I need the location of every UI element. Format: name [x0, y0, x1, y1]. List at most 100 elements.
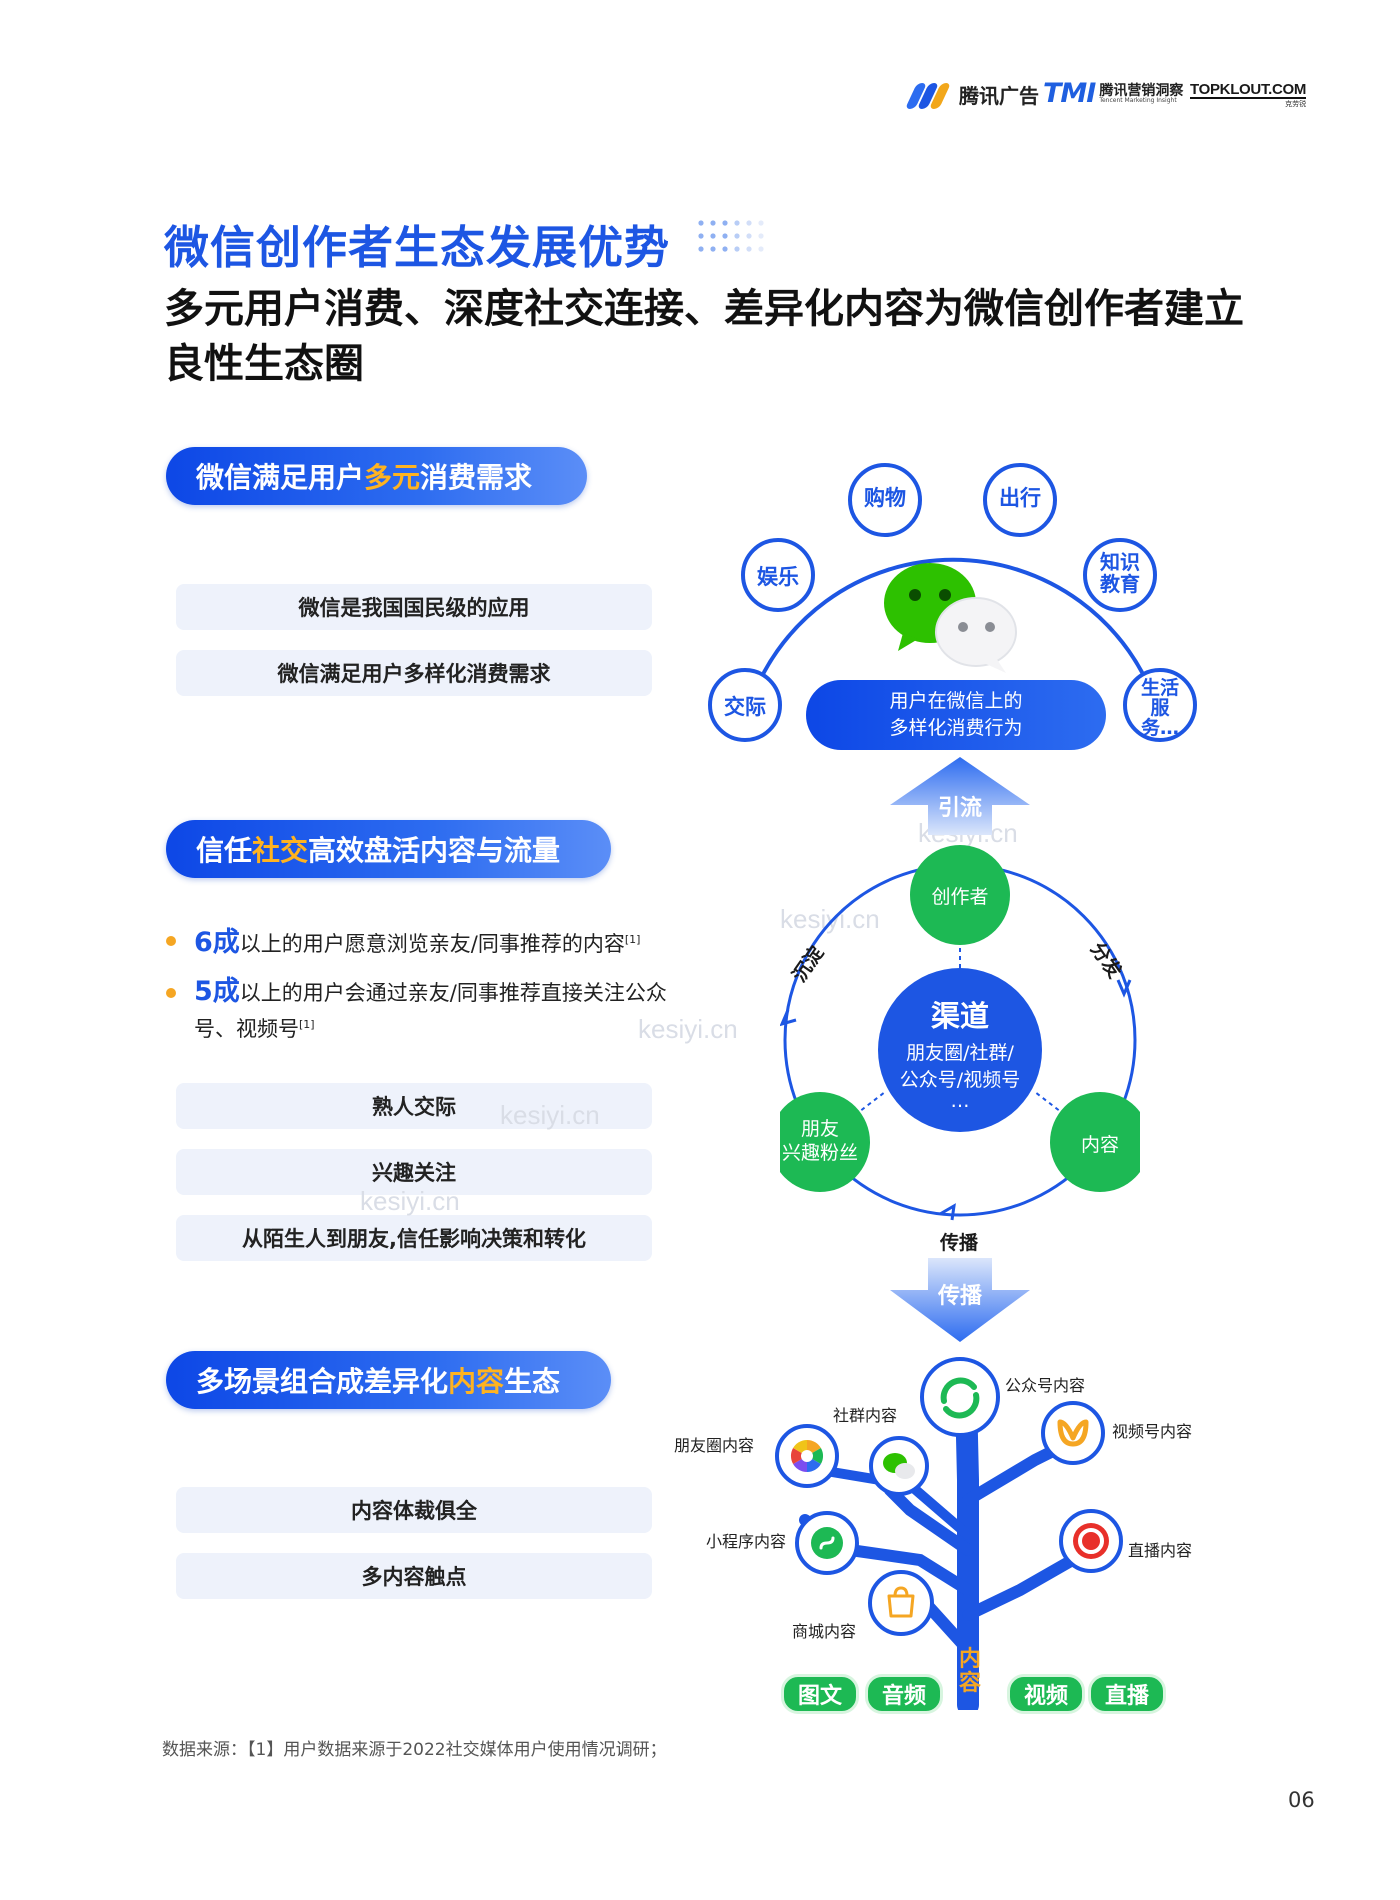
node-education: 知识教育 — [1100, 550, 1140, 596]
tencent-ads-logo: 腾讯广告 — [904, 80, 1039, 109]
channel-center-line3: … — [950, 1090, 970, 1112]
bullet-number: 6成 — [194, 927, 240, 958]
channel-cycle-diagram — [780, 845, 1140, 1221]
tree-label-live-stream: 直播内容 — [1128, 1541, 1193, 1560]
bullet-footnote: [1] — [299, 1018, 315, 1031]
node-social-circle — [708, 668, 782, 742]
format-chip-video: 视频 — [1007, 1674, 1085, 1714]
bullet-text: 以上的用户会通过亲友/同事推荐直接关注公众号、视频号 — [194, 981, 667, 1041]
topklout-text: TOPKLOUT.COM — [1190, 81, 1307, 98]
tree-trunk-label: 内容 — [958, 1647, 981, 1696]
section3-box-2: 多内容触点 — [176, 1553, 652, 1599]
content-label: 内容 — [1080, 1134, 1119, 1156]
node-education-circle — [1083, 538, 1157, 612]
live-stream-icon — [1059, 1509, 1123, 1573]
arc-arrow-left-icon — [780, 1009, 797, 1027]
section1-box-1: 微信是我国国民级的应用 — [176, 584, 652, 630]
section2-box-1: 熟人交际 — [176, 1083, 652, 1129]
section1-pill-highlight: 多元 — [364, 461, 421, 494]
bullet-dot-icon — [166, 936, 176, 946]
arrow-down-label: 传播 — [937, 1284, 982, 1309]
channel-center-desc: 朋友圈/社群/ 公众号/视频号 … — [880, 1040, 1040, 1112]
section3-pill-highlight: 内容 — [448, 1365, 505, 1398]
group-chat-icon — [869, 1436, 929, 1496]
tree-label-group-chat: 社群内容 — [833, 1406, 898, 1425]
arrow-up-label: 引流 — [937, 796, 982, 821]
consumption-center-pill: 用户在微信上的 多样化消费行为 — [806, 680, 1106, 750]
friends-label-line2: 兴趣粉丝 — [781, 1142, 858, 1164]
tree-label-moments: 朋友圈内容 — [674, 1436, 755, 1455]
format-chip-audio: 音频 — [865, 1674, 943, 1714]
section2-pill-pre: 信任 — [196, 834, 253, 867]
section1-pill-post: 消费需求 — [420, 461, 533, 494]
topklout-cn-text: 克劳锐 — [1190, 97, 1307, 108]
node-shopping-circle — [848, 463, 922, 537]
watermark-text: kesiyi.cn — [360, 1186, 460, 1216]
tmi-cn-text: 腾讯营销洞察 — [1099, 82, 1184, 99]
dot-grid-decoration-icon — [698, 220, 764, 252]
section3-pill-pre: 多场景组合成差异化 — [196, 1365, 449, 1398]
watermark-text: kesiyi.cn — [638, 1014, 738, 1044]
bullet-footnote: [1] — [624, 933, 641, 946]
page-number: 06 — [1288, 1788, 1315, 1812]
moments-icon — [775, 1424, 839, 1488]
format-chip-text: 图文 — [781, 1674, 859, 1714]
section2-box-2: 兴趣关注 — [176, 1149, 652, 1195]
tree-label-mall: 商城内容 — [792, 1622, 857, 1641]
consumption-ring-arc — [746, 557, 1160, 711]
arc-arrow-right-icon — [1116, 979, 1132, 998]
section2-box-3: 从陌生人到朋友,信任影响决策和转化 — [176, 1215, 652, 1261]
content-circle — [1050, 1092, 1140, 1192]
tmi-logo: TMI 腾讯营销洞察 Tencent Marketing Insight — [1043, 78, 1183, 109]
channel-center-line1: 朋友圈/社群/ — [906, 1042, 1014, 1064]
page-subtitle: 多元用户消费、深度社交连接、差异化内容为微信创作者建立良性生态圈 — [164, 286, 1244, 387]
section1-pill: 微信满足用户多元消费需求 — [166, 447, 587, 505]
tree-label-mini-program: 小程序内容 — [706, 1532, 787, 1551]
tree-label-channels: 视频号内容 — [1112, 1422, 1193, 1441]
node-travel: 出行 — [999, 486, 1041, 510]
channel-center-circle — [878, 968, 1042, 1132]
section3-pill: 多场景组合成差异化内容生态 — [166, 1351, 611, 1409]
bullet-number: 5成 — [194, 976, 240, 1007]
tree-label-official-account: 公众号内容 — [1005, 1376, 1086, 1395]
mall-icon — [868, 1570, 934, 1636]
topklout-logo: TOPKLOUT.COM 克劳锐 — [1190, 82, 1306, 108]
bullet-item: 6成以上的用户愿意浏览亲友/同事推荐的内容[1] — [166, 924, 686, 960]
tmi-mark: TMI — [1043, 78, 1096, 109]
creator-circle — [910, 845, 1010, 945]
node-social: 交际 — [724, 695, 766, 719]
section1-box-2: 微信满足用户多样化消费需求 — [176, 650, 652, 696]
watermark-text: kesiyi.cn — [500, 1100, 600, 1130]
watermark-text: kesiyi.cn — [780, 904, 880, 934]
channel-center-line2: 公众号/视频号 — [899, 1069, 1021, 1091]
arc-arrow-bottom-icon — [939, 1203, 956, 1221]
node-life-service: 生活服务… — [1140, 677, 1179, 739]
consumption-ring-diagram — [746, 557, 1160, 711]
section2-pill-post: 高效盘活内容与流量 — [308, 834, 561, 867]
format-chip-live: 直播 — [1088, 1674, 1166, 1714]
tencent-ads-mark-icon — [904, 81, 953, 109]
friends-circle — [780, 1092, 870, 1192]
node-shopping: 购物 — [864, 486, 906, 510]
mini-program-icon — [795, 1511, 859, 1575]
section2-pill: 信任社交高效盘活内容与流量 — [166, 820, 611, 878]
consumption-center-line2: 多样化消费行为 — [889, 717, 1023, 739]
bullet-item: 5成以上的用户会通过亲友/同事推荐直接关注公众号、视频号[1] — [166, 976, 686, 1045]
wechat-logo-icon — [884, 563, 1017, 673]
tencent-ads-text: 腾讯广告 — [959, 84, 1039, 108]
node-travel-circle — [983, 463, 1057, 537]
page-title: 微信创作者生态发展优势 — [164, 221, 671, 274]
consumption-center-line1: 用户在微信上的 — [889, 690, 1023, 712]
official-account-icon — [920, 1357, 1000, 1437]
bullet-dot-icon — [166, 988, 176, 998]
node-entertainment-circle — [741, 538, 815, 612]
section3-box-1: 内容体裁俱全 — [176, 1487, 652, 1533]
channels-icon — [1041, 1401, 1105, 1465]
tmi-en-text: Tencent Marketing Insight — [1099, 96, 1177, 104]
section3-pill-post: 生态 — [504, 1365, 561, 1398]
arc-bottom-label: 传播 — [940, 1232, 979, 1254]
node-entertainment: 娱乐 — [757, 565, 799, 589]
section1-pill-pre: 微信满足用户 — [196, 461, 365, 494]
arrow-up-icon — [890, 757, 1030, 835]
bullet-text: 以上的用户愿意浏览亲友/同事推荐的内容 — [239, 932, 625, 956]
